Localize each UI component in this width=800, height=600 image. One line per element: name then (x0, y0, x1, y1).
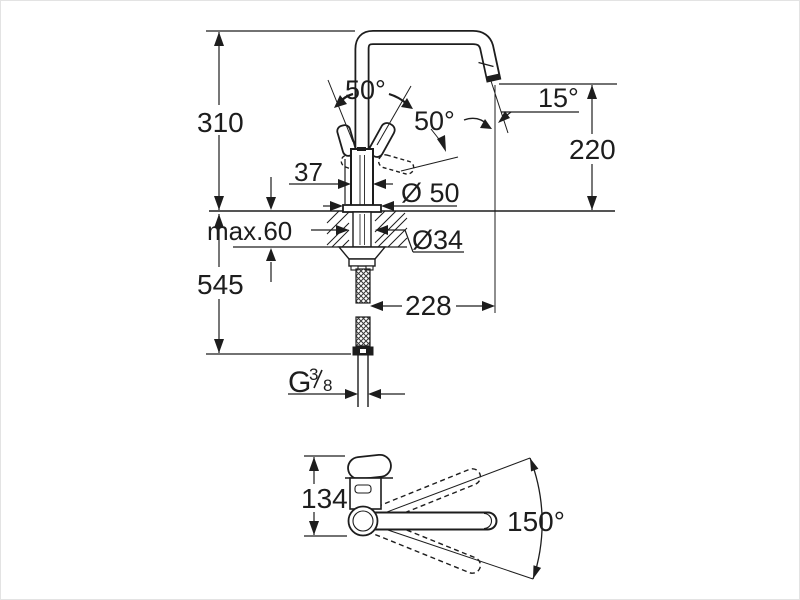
label-220: 220 (569, 134, 616, 165)
label-thread-numerator: 3 (309, 365, 318, 384)
dim-310 (206, 30, 355, 210)
supply-hoses (352, 268, 374, 407)
label-150deg: 150° (507, 506, 565, 537)
braided-hose-upper (355, 268, 371, 304)
label-thread-g: G (288, 366, 311, 399)
mounting-hardware (337, 246, 387, 271)
dim-228 (370, 85, 496, 313)
handle-top-view (345, 453, 393, 537)
label-37: 37 (294, 157, 323, 187)
dim-15deg (490, 80, 579, 134)
label-134: 134 (301, 483, 348, 514)
spout-position-up (369, 468, 482, 526)
label-545: 545 (197, 269, 244, 300)
spout-top-view (355, 511, 498, 531)
label-228: 228 (405, 290, 452, 321)
dim-dia34 (311, 225, 464, 253)
dim-37 (289, 159, 393, 204)
label-50deg-right: 50° (414, 106, 455, 136)
label-50deg-left: 50° (345, 75, 386, 105)
faucet-spout (354, 30, 502, 206)
label-15deg: 15° (538, 83, 579, 113)
label-dia50: Ø 50 (401, 178, 460, 208)
mounting-shank (352, 211, 372, 248)
mounting-nut (348, 258, 376, 267)
dim-50deg-left (327, 79, 413, 146)
label-310: 310 (197, 107, 244, 138)
handle-positions (336, 122, 415, 175)
side-view-labels: 310 545 220 228 37 max.60 Ø 50 Ø34 15° 5… (197, 75, 616, 399)
dim-max60 (266, 177, 276, 282)
handle-down-right-dashed (377, 154, 415, 175)
label-max60: max.60 (207, 216, 292, 246)
thread-slash-glyph (313, 369, 323, 389)
braided-hose-lower (355, 316, 371, 347)
dim-50deg-right (400, 117, 492, 172)
spout-swivel-dashed (369, 468, 482, 574)
top-view: 134 150° (301, 453, 565, 580)
side-view: 310 545 220 228 37 max.60 Ø 50 Ø34 15° 5… (197, 30, 617, 407)
base-flange (342, 204, 382, 213)
dim-220 (499, 83, 617, 210)
label-thread-denominator: 8 (323, 376, 332, 395)
spout-position-down (369, 516, 482, 574)
dim-g38 (288, 369, 405, 399)
aerator-line (478, 61, 494, 68)
dim-150deg (378, 457, 543, 580)
dim-dia50 (323, 201, 457, 211)
top-view-labels: 134 150° (301, 483, 565, 537)
dimension-lines (206, 30, 617, 399)
dim-545 (206, 214, 351, 355)
mounting-washer (337, 246, 387, 260)
label-dia34: Ø34 (412, 225, 463, 255)
dim-134 (304, 455, 347, 537)
faucet-body (342, 147, 382, 248)
